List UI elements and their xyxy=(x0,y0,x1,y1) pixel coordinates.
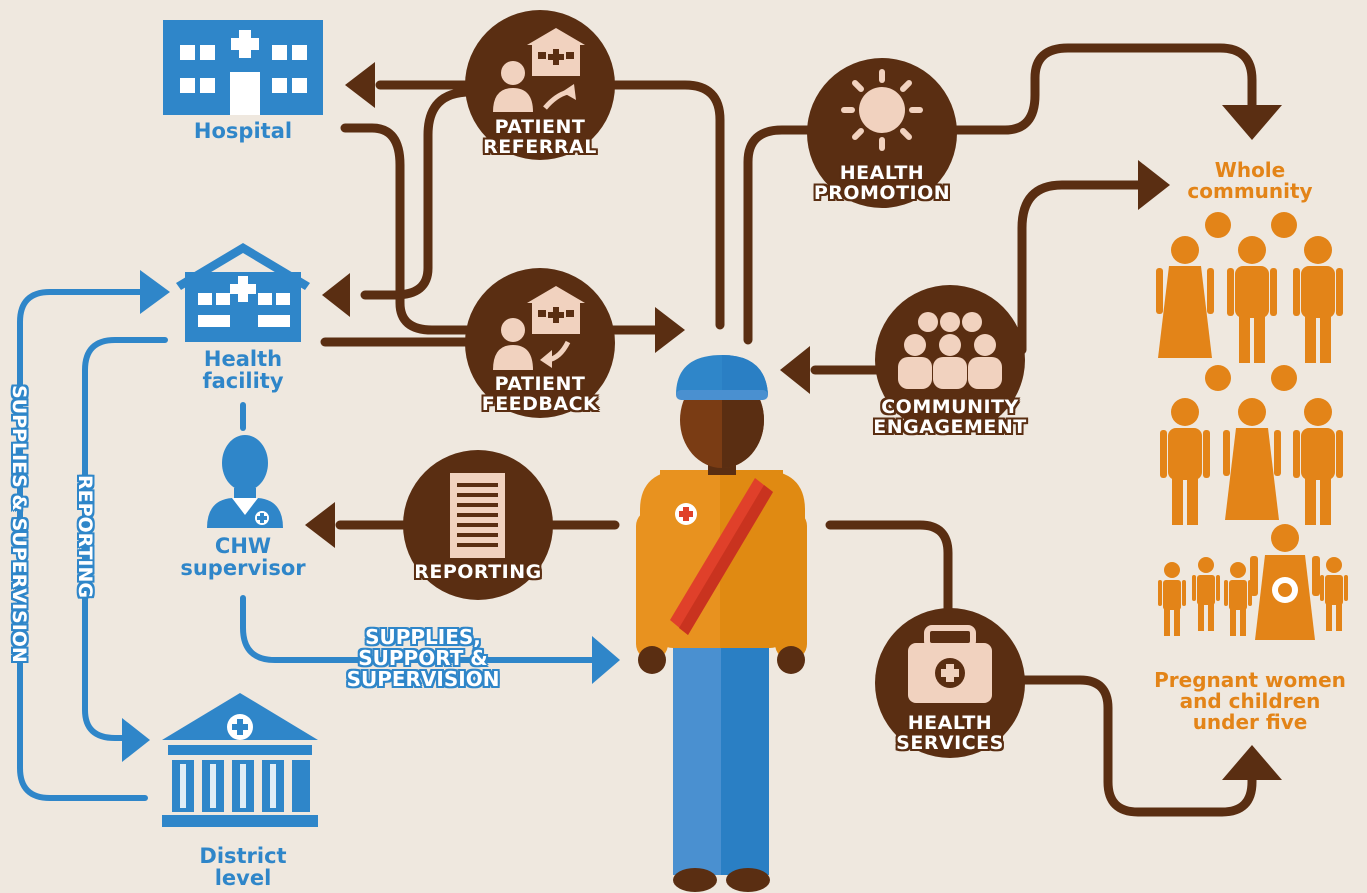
chw-supervisor-icon xyxy=(207,435,283,528)
whole-community-label-line-2: community xyxy=(1187,179,1313,203)
health-facility-label-line-2: facility xyxy=(202,369,284,394)
arrow-to-chw-supervisor xyxy=(305,502,335,548)
whole-community-label: Whole community xyxy=(1170,160,1330,202)
arrow-supplies-to-facility xyxy=(140,270,170,314)
chw-supervisor-label: CHW supervisor xyxy=(173,535,313,579)
hospital-icon xyxy=(163,20,323,115)
first-aid-kit-icon xyxy=(908,625,992,703)
arrow-to-chw xyxy=(655,307,685,353)
community-health-worker-figure xyxy=(636,355,807,892)
arrow-to-whole-community xyxy=(1138,160,1170,210)
health-promotion-label-line-1: HEALTH xyxy=(839,162,925,184)
chw-supervisor-label-line-2: supervisor xyxy=(180,556,306,581)
patient-referral-label-line-2: REFERRAL xyxy=(483,135,597,158)
district-level-label-line-2: level xyxy=(214,866,272,891)
health-services-label-line-1: HEALTH xyxy=(907,712,993,734)
pregnant-women-label-line-1: Pregnant women xyxy=(1154,668,1346,692)
whole-community-label-line-1: Whole xyxy=(1214,158,1286,182)
blue-arrowheads xyxy=(122,270,620,762)
arrow-to-pregnant-women xyxy=(1222,745,1282,780)
reporting-label: REPORTING xyxy=(414,561,542,583)
reporting-document-icon xyxy=(450,473,505,558)
arrow-supplies-to-chw xyxy=(592,636,620,684)
health-facility-icon xyxy=(176,243,310,342)
supplies-support-label-line-2: SUPPORT & xyxy=(358,646,488,670)
district-level-label-line-1: District xyxy=(199,844,287,868)
supplies-support-label: SUPPLIES, SUPPORT & SUPERVISION xyxy=(328,627,518,690)
people-group-icon xyxy=(1156,212,1348,640)
patient-referral-label: PATIENT REFERRAL xyxy=(470,116,610,158)
supplies-support-label-line-3: SUPERVISION xyxy=(346,667,500,691)
patient-referral-icon xyxy=(493,28,585,112)
health-facility-label: Health facility xyxy=(183,348,303,392)
pregnant-women-label-line-3: under five xyxy=(1192,710,1308,734)
health-promotion-label-line-2: PROMOTION xyxy=(813,181,951,204)
sun-icon xyxy=(841,69,923,151)
supplies-supervision-vertical-label: SUPPLIES & SUPERVISION xyxy=(8,385,30,663)
health-promotion-label: HEALTH PROMOTION xyxy=(802,162,962,204)
patient-feedback-icon xyxy=(493,286,585,370)
community-engagement-label-line-1: COMMUNITY xyxy=(881,396,1019,418)
chw-supervisor-label-line-1: CHW xyxy=(214,534,272,558)
community-group-icon xyxy=(898,312,1002,389)
blue-connectors xyxy=(17,289,598,801)
health-services-label-line-2: SERVICES xyxy=(896,731,1004,754)
pregnant-women-label: Pregnant women and children under five xyxy=(1145,670,1355,733)
patient-feedback-label-line-1: PATIENT xyxy=(494,373,586,395)
pregnant-women-label-line-2: and children xyxy=(1179,689,1321,713)
arrow-to-health-facility xyxy=(322,273,350,317)
community-engagement-label-line-2: ENGAGEMENT xyxy=(873,415,1027,438)
hospital-label: Hospital xyxy=(193,119,293,143)
arrow-community-to-chw xyxy=(780,346,810,394)
patient-feedback-label-line-2: FEEDBACK xyxy=(481,392,599,415)
arrow-reporting-to-district xyxy=(122,718,150,762)
arrow-to-whole-community-top xyxy=(1222,105,1282,140)
supplies-support-label-line-1: SUPPLIES, xyxy=(365,625,481,649)
arrow-to-hospital xyxy=(345,62,375,108)
community-engagement-label: COMMUNITY ENGAGEMENT xyxy=(860,396,1040,438)
brown-arrowheads xyxy=(305,62,1282,780)
health-services-label: HEALTH SERVICES xyxy=(880,712,1020,754)
district-level-label: District level xyxy=(183,845,303,889)
district-building-icon xyxy=(162,693,318,827)
patient-referral-label-line-1: PATIENT xyxy=(494,116,586,138)
reporting-vertical-label: REPORTING xyxy=(74,475,96,598)
brown-connectors xyxy=(320,43,1257,817)
patient-feedback-label: PATIENT FEEDBACK xyxy=(470,373,610,415)
health-facility-label-line-1: Health xyxy=(203,347,283,371)
